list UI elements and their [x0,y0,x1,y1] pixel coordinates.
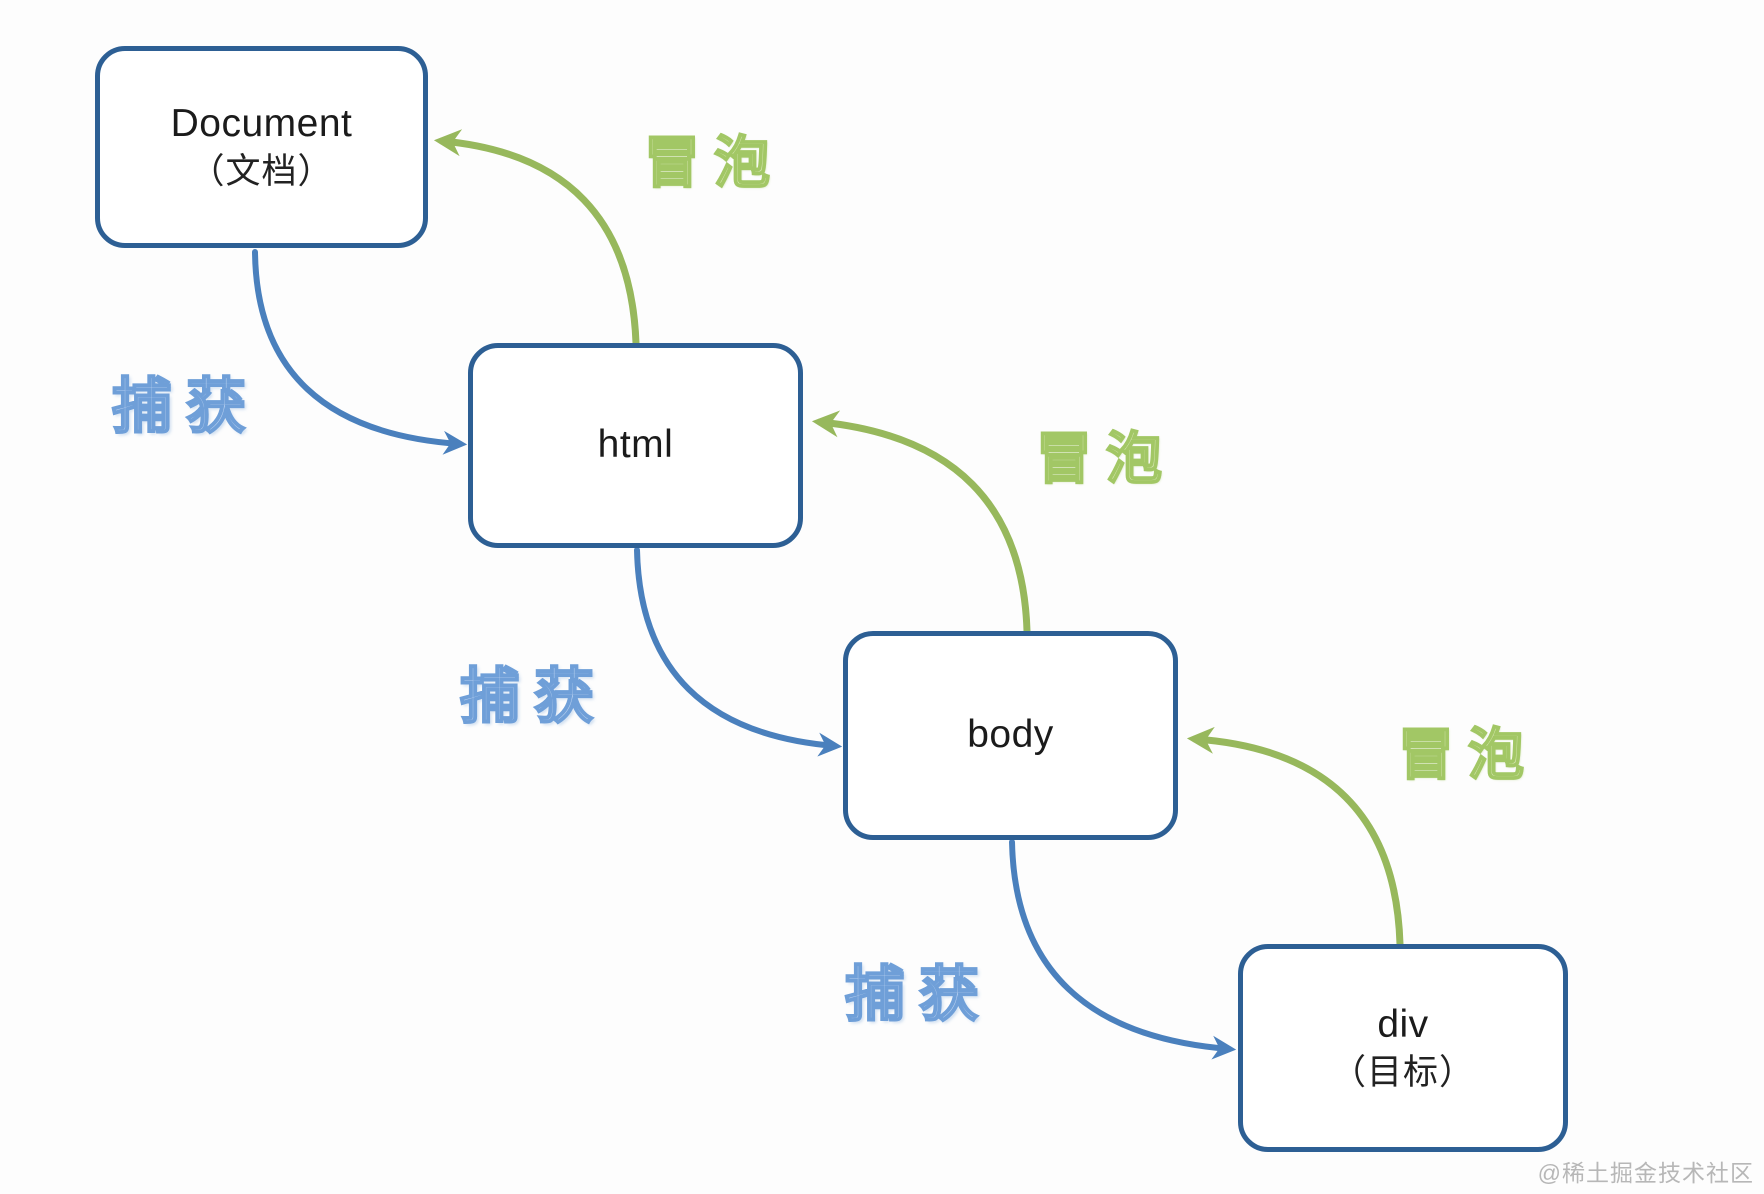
capture-label-3: 捕获 [844,960,993,1029]
capture-arrow-body-to-div [1009,839,1237,1060]
node-body: body [843,631,1178,840]
capture-arrow-html-to-body [634,547,843,757]
bubble-arrow-div-to-body [1186,726,1404,948]
node-body-title: body [967,713,1054,757]
node-document-title: Document [170,101,353,145]
capture-label-1: 捕获 [111,372,260,441]
bubble-label-3: 冒泡 [1397,722,1538,787]
node-document: Document （文档） [95,46,428,248]
bubble-arrow-body-to-html [811,410,1031,635]
node-document-subtitle: （文档） [189,151,334,191]
node-div: div （目标） [1238,944,1568,1152]
node-html: html [468,343,803,548]
node-div-subtitle: （目标） [1330,1052,1475,1092]
node-html-title: html [597,423,674,467]
bubble-label-1: 冒泡 [643,130,784,195]
capture-arrow-document-to-html [252,249,468,455]
bubble-arrow-html-to-document [433,129,640,347]
capture-label-2: 捕获 [459,662,608,731]
node-div-title: div [1377,1002,1429,1046]
watermark: @稀土掘金技术社区 [1537,1160,1754,1186]
bubble-label-2: 冒泡 [1035,426,1176,491]
